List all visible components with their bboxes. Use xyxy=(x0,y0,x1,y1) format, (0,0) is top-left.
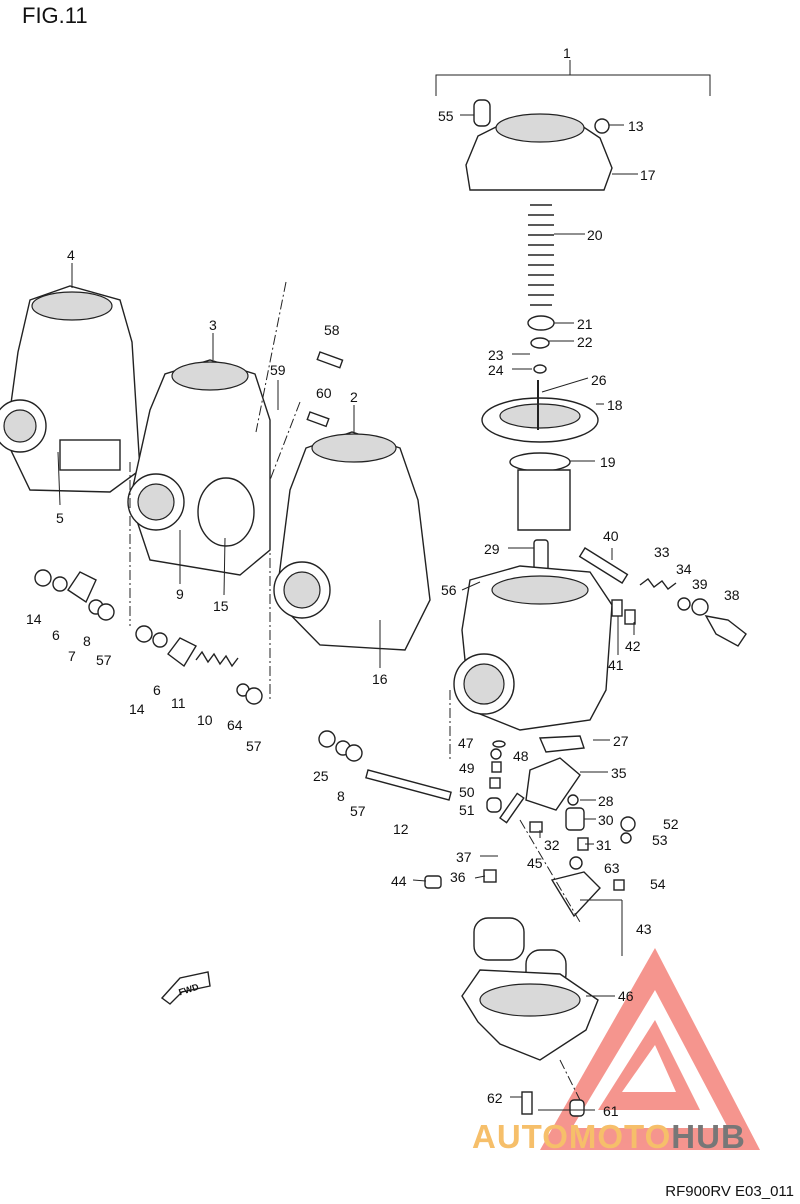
callout-49: 49 xyxy=(459,760,475,776)
brand-part1: AUTOMOTO xyxy=(472,1118,672,1155)
callout-33: 33 xyxy=(654,544,670,560)
callout-46: 46 xyxy=(618,988,634,1004)
callout-18: 18 xyxy=(607,397,623,413)
callout-38: 38 xyxy=(724,587,740,603)
callout-23: 23 xyxy=(488,347,504,363)
callout-30: 30 xyxy=(598,812,614,828)
callout-35: 35 xyxy=(611,765,627,781)
callout-52: 52 xyxy=(663,816,679,832)
callout-21: 21 xyxy=(577,316,593,332)
callout-34: 34 xyxy=(676,561,692,577)
callout-2: 2 xyxy=(350,389,358,405)
callout-57: 57 xyxy=(96,652,112,668)
carb-top-cover xyxy=(465,99,613,191)
watermark-logo xyxy=(540,948,760,1150)
callout-43: 43 xyxy=(636,921,652,937)
callout-57c: 57 xyxy=(350,803,366,819)
callout-55: 55 xyxy=(438,108,454,124)
callout-10: 10 xyxy=(197,712,213,728)
diagram-code: RF900RV E03_011 xyxy=(665,1183,794,1200)
callout-22: 22 xyxy=(577,334,593,350)
callout-57b: 57 xyxy=(246,738,262,754)
callout-4: 4 xyxy=(67,247,75,263)
callout-26: 26 xyxy=(591,372,607,388)
carb-middle-3 xyxy=(127,359,271,576)
callout-8: 8 xyxy=(83,633,91,649)
callout-64: 64 xyxy=(227,717,243,733)
callout-27: 27 xyxy=(613,733,629,749)
brand-part2: HUB xyxy=(671,1118,746,1155)
callout-labels: 1 2 3 4 5 6 6 7 8 8 9 10 11 12 13 14 14 … xyxy=(26,45,740,1119)
callout-16: 16 xyxy=(372,671,388,687)
callout-14b: 14 xyxy=(129,701,145,717)
callout-45: 45 xyxy=(527,855,543,871)
callout-17: 17 xyxy=(640,167,656,183)
callout-51: 51 xyxy=(459,802,475,818)
callout-32: 32 xyxy=(544,837,560,853)
callout-15: 15 xyxy=(213,598,229,614)
callout-60: 60 xyxy=(316,385,332,401)
callout-13: 13 xyxy=(628,118,644,134)
callout-53: 53 xyxy=(652,832,668,848)
callout-14: 14 xyxy=(26,611,42,627)
callout-25: 25 xyxy=(313,768,329,784)
callout-28: 28 xyxy=(598,793,614,809)
callout-41: 41 xyxy=(608,657,624,673)
callout-47: 47 xyxy=(458,735,474,751)
carb-body-main xyxy=(453,565,613,731)
carb-left-4 xyxy=(0,285,141,493)
callout-63: 63 xyxy=(604,860,620,876)
callout-42: 42 xyxy=(625,638,641,654)
callout-3: 3 xyxy=(209,317,217,333)
callout-36: 36 xyxy=(450,869,466,885)
callout-62: 62 xyxy=(487,1090,503,1106)
callout-12: 12 xyxy=(393,821,409,837)
callout-61: 61 xyxy=(603,1103,619,1119)
callout-31: 31 xyxy=(596,837,612,853)
callout-54: 54 xyxy=(650,876,666,892)
callout-24: 24 xyxy=(488,362,504,378)
callout-50: 50 xyxy=(459,784,475,800)
callout-8b: 8 xyxy=(337,788,345,804)
carb-middle-2 xyxy=(273,431,431,651)
callout-6b: 6 xyxy=(153,682,161,698)
figure-title: FIG.11 xyxy=(22,3,88,28)
callout-19: 19 xyxy=(600,454,616,470)
callout-40: 40 xyxy=(603,528,619,544)
fwd-direction-icon: FWD xyxy=(160,971,211,1005)
callout-29: 29 xyxy=(484,541,500,557)
callout-6: 6 xyxy=(52,627,60,643)
callout-11: 11 xyxy=(171,695,186,711)
watermark-brand: AUTOMOTOHUB xyxy=(472,1118,746,1156)
callout-5: 5 xyxy=(56,510,64,526)
leader-lines xyxy=(57,114,638,1111)
callout-37: 37 xyxy=(456,849,472,865)
callout-48: 48 xyxy=(513,748,529,764)
callout-56: 56 xyxy=(441,582,457,598)
callout-58: 58 xyxy=(324,322,340,338)
callout-39: 39 xyxy=(692,576,708,592)
callout-44: 44 xyxy=(391,873,407,889)
callout-1: 1 xyxy=(563,45,571,61)
callout-9: 9 xyxy=(176,586,184,602)
callout-59: 59 xyxy=(270,362,286,378)
callout-20: 20 xyxy=(587,227,603,243)
callout-7: 7 xyxy=(68,648,76,664)
